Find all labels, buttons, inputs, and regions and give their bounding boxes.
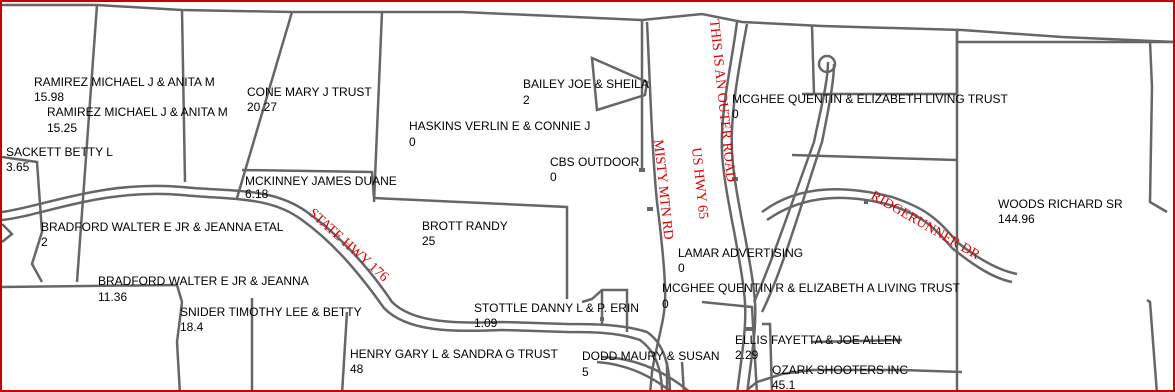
parcel-owner: RAMIREZ MICHAEL J & ANITA M <box>47 105 228 119</box>
parcel-owner: MCGHEE QUENTIN R & ELIZABETH A LIVING TR… <box>662 281 961 295</box>
parcel-owner: CONE MARY J TRUST <box>247 85 372 99</box>
parcel-acres: 48 <box>350 362 364 376</box>
parcel-acres: 5 <box>582 365 589 379</box>
parcel-acres: 6.18 <box>245 187 269 201</box>
parcel-acres: 20.27 <box>247 100 277 114</box>
parcel-owner: OZARK SHOOTERS INC <box>772 363 908 377</box>
parcel-acres: 0 <box>678 261 685 275</box>
parcel-owner: HASKINS VERLIN E & CONNIE J <box>409 119 590 133</box>
parcel-acres: 2.29 <box>735 348 759 362</box>
parcel-owner: BRADFORD WALTER E JR & JEANNA ETAL <box>41 220 284 234</box>
parcel-acres: 45.1 <box>772 378 796 390</box>
parcel-acres: 11.36 <box>98 290 127 304</box>
parcel-acres: 0 <box>550 170 557 184</box>
parcel-owner: BROTT RANDY <box>422 219 508 233</box>
parcel-acres: 15.98 <box>34 90 64 104</box>
parcel-acres: 2 <box>41 235 48 249</box>
parcel-acres: 0 <box>409 135 416 149</box>
parcel-owner: WOODS RICHARD SR <box>998 197 1123 211</box>
parcel-acres: 0 <box>732 107 739 121</box>
parcel-acres: 25 <box>422 234 436 248</box>
road-labels: STATE HWY 176 MISTY MTN RD THIS IS AN OU… <box>305 19 983 285</box>
parcel-boundaries <box>2 3 1173 390</box>
parcel-owner: LAMAR ADVERTISING <box>678 246 803 260</box>
road-label-misty-mtn: MISTY MTN RD <box>650 139 675 241</box>
parcel-owner: SACKETT BETTY L <box>6 145 113 159</box>
parcel-owner: BAILEY JOE & SHEILA <box>523 77 649 91</box>
parcel-owner: CBS OUTDOOR <box>550 155 640 169</box>
road-label-state-hwy: STATE HWY 176 <box>305 206 391 285</box>
parcel-owner: SNIDER TIMOTHY LEE & BETTY <box>180 305 362 319</box>
parcel-acres: 15.25 <box>47 121 77 135</box>
roads <box>2 21 1018 390</box>
parcel-owner: BRADFORD WALTER E JR & JEANNA <box>98 274 309 288</box>
parcel-acres: 0 <box>662 297 669 311</box>
parcel-acres: 144.96 <box>998 212 1035 226</box>
road-label-ridgerunner: RIDGERUNNER DR <box>868 188 983 263</box>
parcel-acres: 3.65 <box>6 160 30 174</box>
parcel-acres: 2 <box>523 93 530 107</box>
sign-markers <box>600 168 868 331</box>
parcel-owner: MCKINNEY JAMES DUANE <box>245 174 397 188</box>
road-label-us-hwy: US HWY 65 <box>688 147 710 220</box>
parcel-owner: RAMIREZ MICHAEL J & ANITA M <box>34 75 215 89</box>
parcel-acres: 1.09 <box>474 316 498 330</box>
parcel-owner: STOTTLE DANNY L & P. ERIN <box>474 301 639 315</box>
parcel-owner: HENRY GARY L & SANDRA G TRUST <box>350 347 559 361</box>
parcel-owner: MCGHEE QUENTIN & ELIZABETH LIVING TRUST <box>732 92 1008 106</box>
parcel-owner: DODD MAURY & SUSAN <box>582 349 720 363</box>
parcel-labels: RAMIREZ MICHAEL J & ANITA M 15.98 RAMIRE… <box>6 75 1123 390</box>
parcel-acres: 18.4 <box>180 320 204 334</box>
parcel-owner: ELLIS FAYETTA & JOE ALLEN <box>735 333 901 347</box>
